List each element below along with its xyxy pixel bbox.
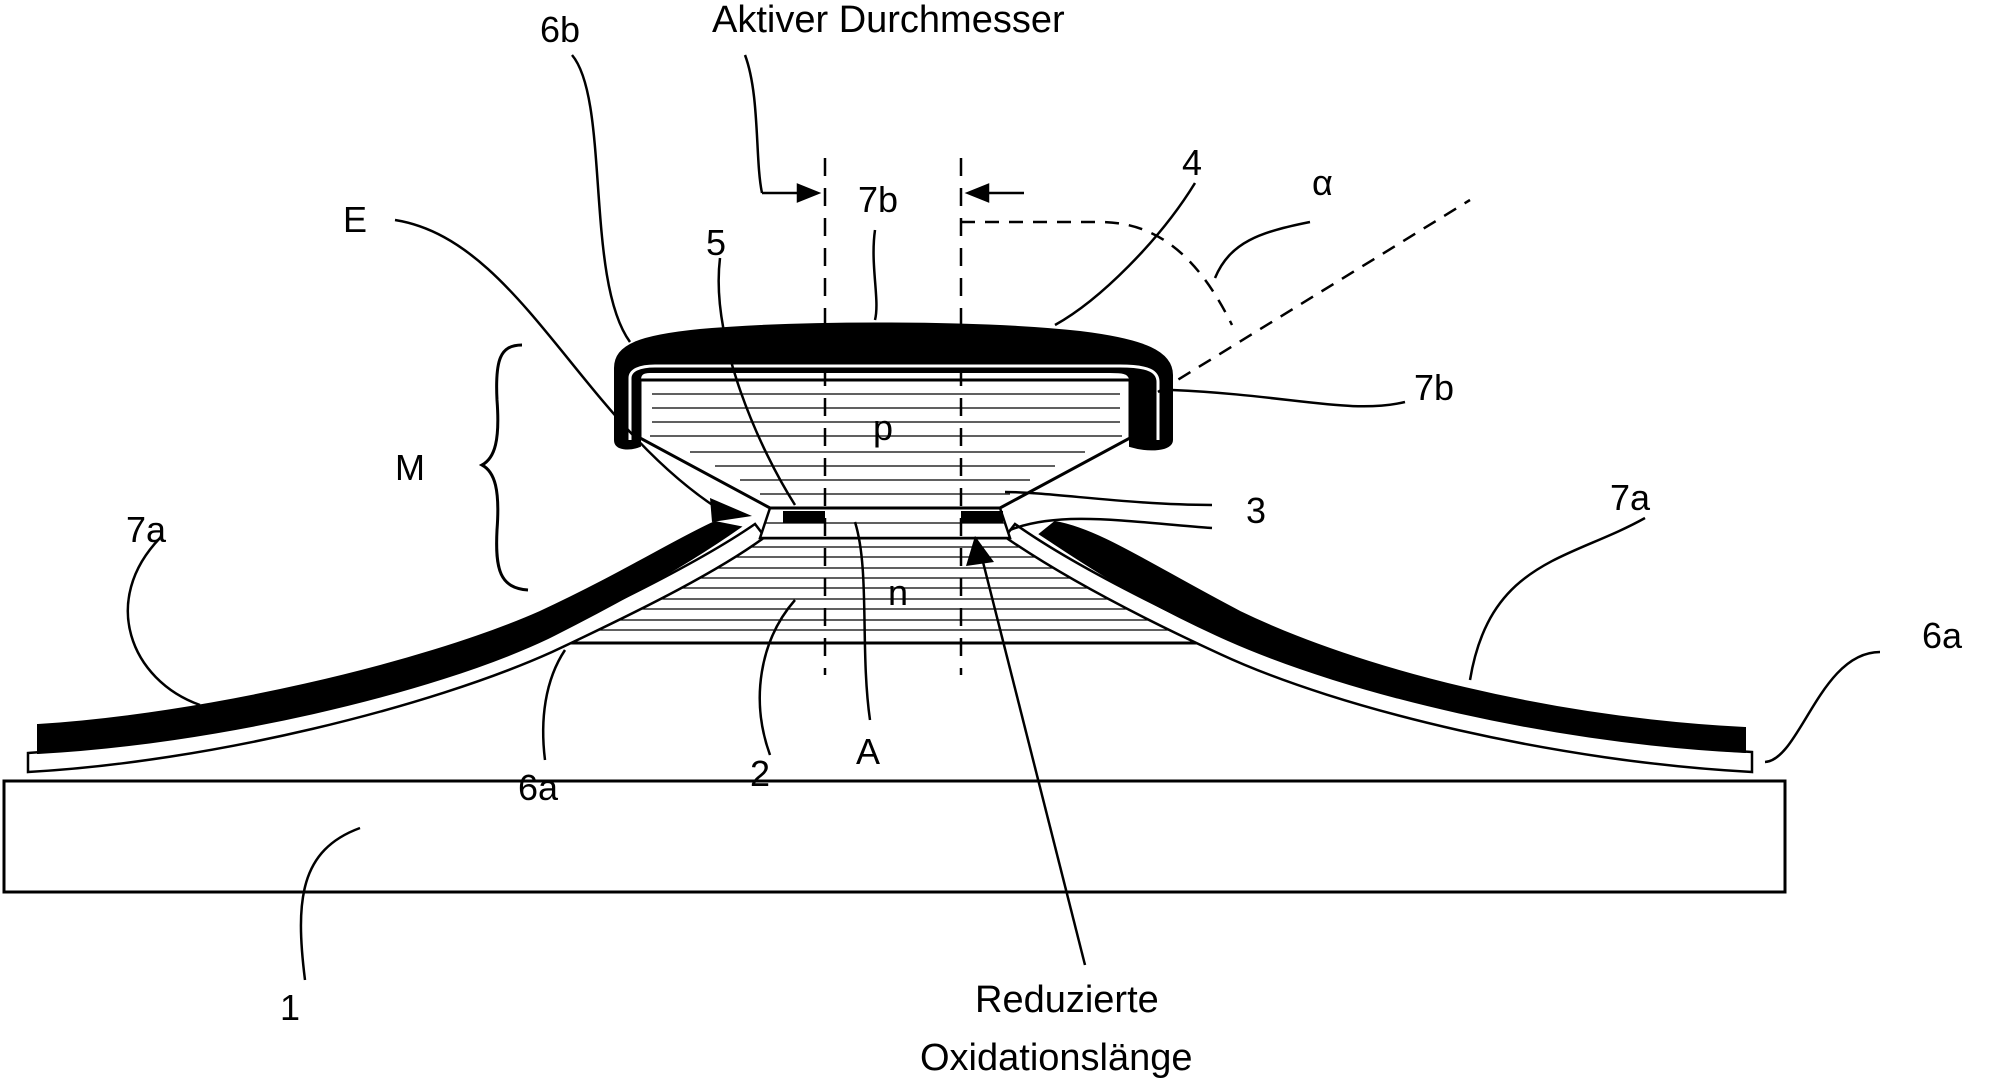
label-7a-left: 7a [126, 509, 167, 550]
label-reduced-oxidation-line1: Reduzierte [975, 979, 1159, 1021]
label-4: 4 [1182, 142, 1202, 183]
arrowhead-E [710, 498, 752, 522]
label-3: 3 [1246, 490, 1266, 531]
label-reduced-oxidation-line2: Oxidationslänge [920, 1037, 1193, 1079]
label-E: E [343, 199, 367, 240]
oxide-aperture-right [961, 511, 1003, 523]
label-alpha: α [1312, 162, 1333, 203]
label-6b: 6b [540, 9, 580, 50]
label-n: n [888, 572, 908, 613]
label-6a-left: 6a [518, 767, 559, 808]
label-active-diameter: Aktiver Durchmesser [712, 0, 1065, 41]
label-7a-right: 7a [1610, 477, 1651, 518]
substrate [4, 781, 1785, 892]
oxide-aperture-left [783, 511, 825, 523]
label-2: 2 [750, 753, 770, 794]
label-M: M [395, 447, 425, 488]
label-6a-right: 6a [1922, 615, 1963, 656]
label-5: 5 [706, 222, 726, 263]
label-7b-right: 7b [1414, 367, 1454, 408]
label-p: p [873, 407, 893, 448]
label-1: 1 [280, 987, 300, 1028]
label-7b-top: 7b [858, 179, 898, 220]
bracket-M [482, 345, 528, 590]
label-A: A [856, 731, 880, 772]
